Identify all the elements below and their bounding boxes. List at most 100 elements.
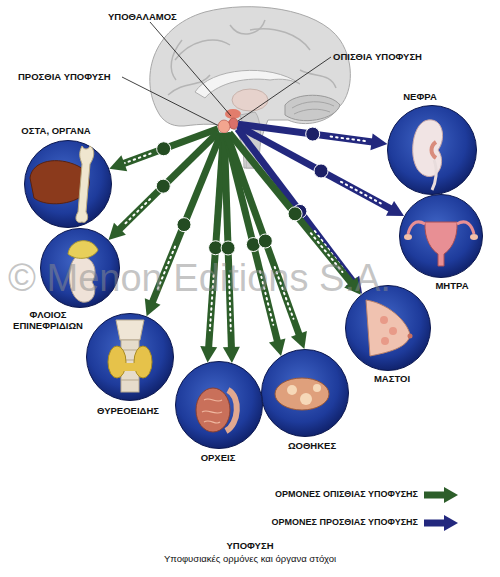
- organ-label: ΟΡΧΕΙΣ: [201, 452, 236, 463]
- arrow-shaft: [226, 133, 278, 342]
- cerebellum: [285, 95, 340, 120]
- arrow-dots: [331, 136, 367, 141]
- hormone-arrow: [238, 126, 404, 216]
- brain-outline: [150, 7, 351, 168]
- organ-circle: [400, 195, 483, 278]
- organ-circle-shape: [175, 361, 263, 449]
- arrow-head: [145, 298, 161, 316]
- target-organ-circle: ΘΥΡΕΟΕΙΔΗΣ: [86, 313, 174, 401]
- arrow-dots: [125, 154, 151, 164]
- arrow-head: [370, 134, 387, 151]
- pituitary-shape: [218, 120, 230, 133]
- brain-gyrus: [250, 29, 310, 50]
- legend-arrow-shaft: [424, 520, 444, 527]
- legend-arrow-head: [444, 487, 458, 503]
- organ-circle-shape: [86, 313, 174, 401]
- legend-text: ΟΡΜΟΝΕΣ ΟΠΙΣΘΙΑΣ ΥΠΟΦΥΣΗΣ: [275, 489, 418, 499]
- hormone-arrow: [221, 133, 240, 363]
- organ-label: ΘΥΡΕΟΕΙΔΗΣ: [97, 405, 159, 416]
- legend-arrow-head: [444, 515, 458, 531]
- leader-line: [122, 77, 221, 127]
- arrow-ball: [246, 238, 260, 252]
- pituitary-lobe-shape: [229, 118, 238, 129]
- arrow-head: [223, 347, 240, 363]
- figure-title: ΥΠΟΦΥΣΗ: [226, 540, 273, 551]
- hormone-arrow: [200, 133, 223, 363]
- target-organ-circle: ΟΣΤΑ, ΟΡΓΑΝΑ: [24, 140, 112, 228]
- brain-gyrus: [171, 40, 182, 80]
- organ-circle-shape: [399, 194, 483, 278]
- pituitary-shape: [229, 118, 238, 129]
- watermark: © Menon Editions S.A.: [8, 257, 391, 300]
- organ-circle: [87, 314, 174, 401]
- legend-row: ΟΡΜΟΝΕΣ ΠΡΟΣΘΙΑΣ ΥΠΟΦΥΣΗΣ: [0, 515, 500, 531]
- arrow-ball: [209, 241, 223, 255]
- arrow-ball: [177, 218, 191, 232]
- arrow-ball: [293, 204, 307, 218]
- organ-circle-shape: [387, 105, 477, 195]
- arrow-head: [109, 155, 127, 171]
- brain-gyrus: [175, 40, 230, 60]
- brain-gyrus: [230, 20, 265, 34]
- brain-gyrus: [300, 70, 336, 88]
- hormone-arrow: [109, 129, 218, 172]
- arrow-shaft: [119, 132, 218, 229]
- brainstem: [240, 112, 261, 168]
- thalamus: [232, 89, 268, 111]
- arrow-ball: [306, 127, 320, 141]
- organ-label: ΝΕΦΡΑ: [403, 91, 437, 102]
- hormone-arrow: [226, 133, 307, 349]
- hormone-arrow: [238, 124, 387, 150]
- leader-line: [150, 22, 231, 116]
- organ-label: ΠΡΟΣΘΙΑ ΥΠΟΦΥΣΗ: [18, 71, 111, 82]
- arrow-head: [291, 331, 307, 349]
- organ-circle: [176, 362, 263, 449]
- corpus-callosum: [195, 70, 300, 98]
- arrow-head: [386, 201, 404, 216]
- cerebellum-fold: [292, 102, 334, 114]
- arrow-head: [200, 346, 217, 363]
- target-organ-circle: ΝΕΦΡΑ: [387, 105, 477, 195]
- arrow-shaft: [123, 129, 218, 164]
- legend-row: ΟΡΜΟΝΕΣ ΟΠΙΣΘΙΑΣ ΥΠΟΦΥΣΗΣ: [0, 487, 500, 503]
- leader-line: [235, 57, 331, 123]
- structure-label: ΥΠΟΘΑΛΑΜΟΣ: [108, 11, 177, 22]
- arrow-shaft: [238, 124, 373, 142]
- arrow-ball: [221, 241, 235, 255]
- pituitary-lobe-shape: [218, 120, 230, 133]
- pituitary-lobe: ΟΠΙΣΘΙΑ ΥΠΟΦΥΣΗ: [229, 118, 238, 129]
- organ-label: ΟΣΤΑ, ΟΡΓΑΝΑ: [21, 125, 90, 136]
- arrow-ball: [288, 207, 302, 221]
- brain-gyrus: [168, 75, 210, 95]
- organ-label: ΜΑΣΤΟΙ: [374, 373, 410, 384]
- arrow-shaft: [226, 133, 299, 335]
- arrow-head: [109, 223, 126, 240]
- arrow-shaft: [224, 133, 231, 348]
- organ-circle: [25, 141, 112, 228]
- organ-circle: [388, 106, 477, 195]
- organ-label: ΜΗΤΡΑ: [435, 280, 468, 291]
- target-organ-circle: ΟΡΧΕΙΣ: [175, 361, 263, 449]
- organ-label: ΦΛΟΙΟΣ ΕΠΙΝΕΦΡΙΔΙΩΝ: [3, 309, 93, 331]
- arrow-ball: [258, 234, 272, 248]
- organ-label: ΩΟΘΗΚΕΣ: [288, 440, 336, 451]
- arrow-shaft: [209, 133, 224, 348]
- figure-caption: Υποφυσιακές ορμόνες και όργανα στόχοι: [164, 553, 336, 564]
- arrow-head: [269, 338, 285, 356]
- hypothalamus-area: [225, 109, 241, 119]
- arrow-shaft: [238, 126, 391, 209]
- arrow-ball: [156, 179, 170, 193]
- pituitary-lobe: ΠΡΟΣΘΙΑ ΥΠΟΦΥΣΗ: [218, 120, 230, 133]
- legend-arrow: [424, 487, 458, 503]
- organ-circle: [262, 350, 349, 437]
- target-organ-circle: ΩΟΘΗΚΕΣ: [261, 349, 349, 437]
- arrow-dots: [341, 182, 381, 204]
- hormone-arrow: [226, 133, 286, 356]
- organ-label: ΟΠΙΣΘΙΑ ΥΠΟΦΥΣΗ: [333, 51, 422, 62]
- arrow-ball: [157, 142, 171, 156]
- hormone-arrow: [109, 132, 218, 240]
- legend-arrow: [424, 515, 458, 531]
- arrow-ball: [314, 164, 328, 178]
- target-organ-circle: ΜΗΤΡΑ: [399, 194, 483, 278]
